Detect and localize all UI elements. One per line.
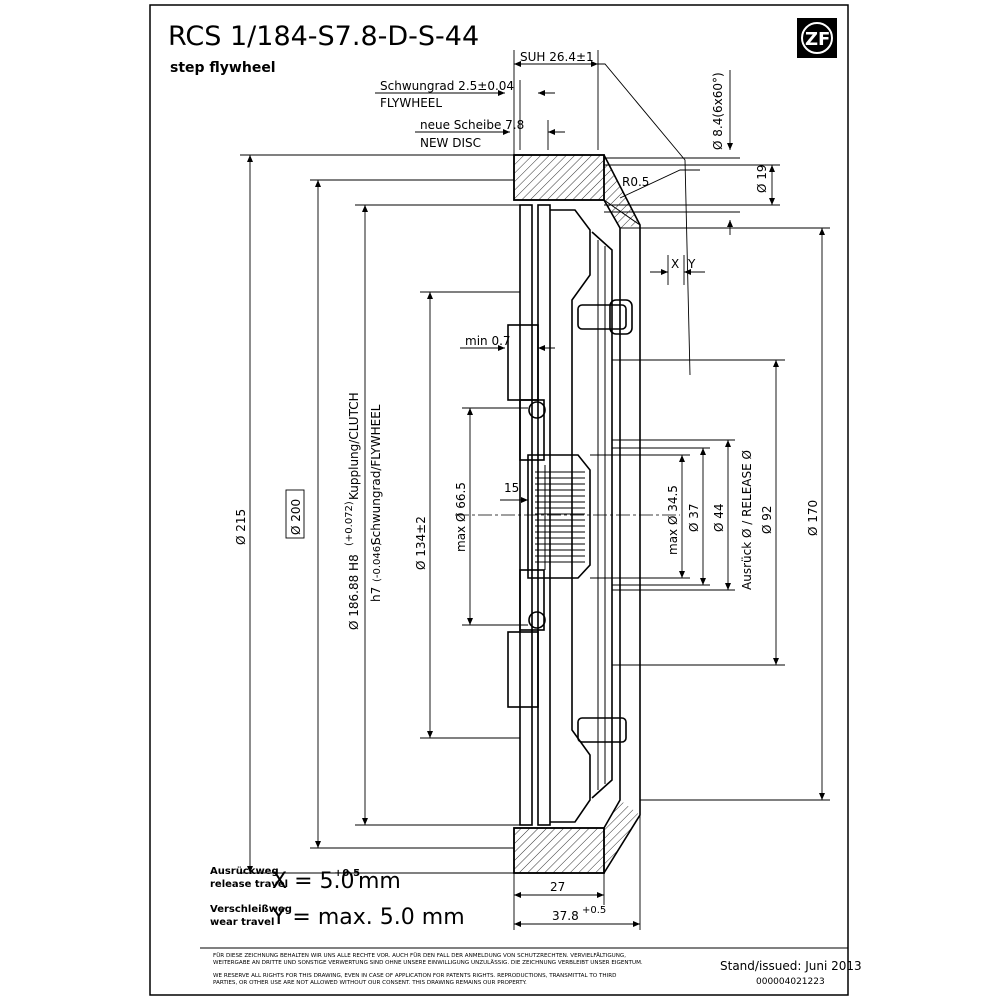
release-formula: X = 5.0 — [272, 869, 354, 894]
dim-d37: Ø 37 — [687, 503, 701, 532]
dim-min07: min 0.7 — [465, 334, 511, 348]
legal-line-1: FÜR DIESE ZEICHNUNG BEHALTEN WIR UNS ALL… — [213, 952, 626, 959]
dim-15: 15 — [504, 481, 519, 495]
wear-label-de: Verschleißweg — [210, 904, 292, 915]
dim-27: 27 — [550, 880, 565, 894]
legal-line-2: WEITERGABE AN DRITTE UND SONSTIGE VERWER… — [213, 959, 643, 966]
pivot-rivet-lower — [577, 717, 627, 743]
dim-d92: Ø 92 — [760, 505, 774, 534]
dim-max665: max Ø 66.5 — [454, 482, 468, 552]
dim-378-tol: +0.5 — [582, 905, 606, 916]
dim-x: X — [671, 257, 679, 271]
dim-schwungrad: Schwungrad 2.5±0.04 — [380, 79, 514, 93]
pivot-rivet-upper — [577, 304, 627, 330]
flywheel-lower — [513, 827, 605, 874]
zf-logo-text: ZF — [805, 29, 830, 50]
damper-window-lower — [507, 631, 539, 708]
legal-notice: FÜR DIESE ZEICHNUNG BEHALTEN WIR UNS ALL… — [213, 952, 643, 986]
hub — [527, 454, 591, 579]
dim-378: 37.8 — [552, 909, 579, 923]
flywheel-upper — [513, 154, 605, 201]
dim-d18688-tol: (+0.072) — [344, 501, 355, 546]
release-tol: +0.5 — [334, 868, 360, 879]
dim-d134: Ø 134±2 — [414, 516, 428, 570]
dim-ausrueck: Ausrück Ø / RELEASE Ø — [740, 450, 754, 590]
dim-y: Y — [687, 257, 696, 271]
pressure-plate — [550, 209, 591, 823]
dim-hole: Ø 8.4(6x60°) — [711, 72, 725, 150]
zf-logo: ZF — [797, 18, 837, 58]
dim-new-disc: NEW DISC — [420, 136, 481, 150]
dim-neue-scheibe: neue Scheibe 7.8 — [420, 118, 524, 132]
dim-d44: Ø 44 — [712, 503, 726, 532]
dim-h7: h7 — [369, 587, 383, 602]
dim-d18688: Ø 186.88 H8 — [347, 554, 361, 630]
damper-window-upper — [507, 324, 539, 401]
drawing-title: RCS 1/184-S7.8-D-S-44 — [168, 21, 479, 52]
drawing-border — [149, 4, 849, 996]
release-label-en: release travel — [210, 879, 288, 890]
dimension-lines — [240, 50, 830, 930]
dim-max345: max Ø 34.5 — [666, 485, 680, 555]
stand-issued: Stand/issued: Juni 2013 — [720, 959, 862, 973]
dim-d215: Ø 215 — [234, 509, 248, 545]
release-label-de: Ausrückweg — [210, 866, 279, 877]
drawing-code: 000004021223 — [756, 977, 825, 987]
dim-suh: SUH 26.4±1 — [520, 50, 594, 64]
dim-flywheel: FLYWHEEL — [380, 96, 442, 110]
release-travel: Ausrückweg release travel X = 5.0 +0.5 m… — [210, 866, 401, 894]
wear-formula: Y = max. 5.0 mm — [271, 905, 465, 930]
wear-label-en: wear travel — [210, 917, 274, 928]
release-unit: mm — [358, 869, 401, 894]
dim-r05: R0.5 — [622, 175, 649, 189]
hub-splines — [535, 471, 585, 563]
dim-d200: Ø 200 — [289, 499, 303, 535]
dim-d19: Ø 19 — [755, 164, 769, 193]
dim-schwungrad-flywheel: Schwungrad/FLYWHEEL — [369, 404, 383, 545]
legal-line-3: WE RESERVE ALL RIGHTS FOR THIS DRAWING, … — [213, 973, 616, 979]
clutch-cover — [603, 154, 641, 874]
dim-h7-tol: (-0.046) — [372, 542, 383, 582]
wear-travel: Verschleißweg wear travel Y = max. 5.0 m… — [210, 904, 465, 930]
dim-kupplung: Kupplung/CLUTCH — [347, 392, 361, 500]
legal-line-4: PARTIES, OR OTHER USE ARE NOT ALLOWED WI… — [213, 980, 527, 986]
dim-d200-box: Ø 200 — [285, 489, 305, 539]
dim-d170: Ø 170 — [806, 500, 820, 536]
drawing-subtitle: step flywheel — [170, 60, 276, 76]
